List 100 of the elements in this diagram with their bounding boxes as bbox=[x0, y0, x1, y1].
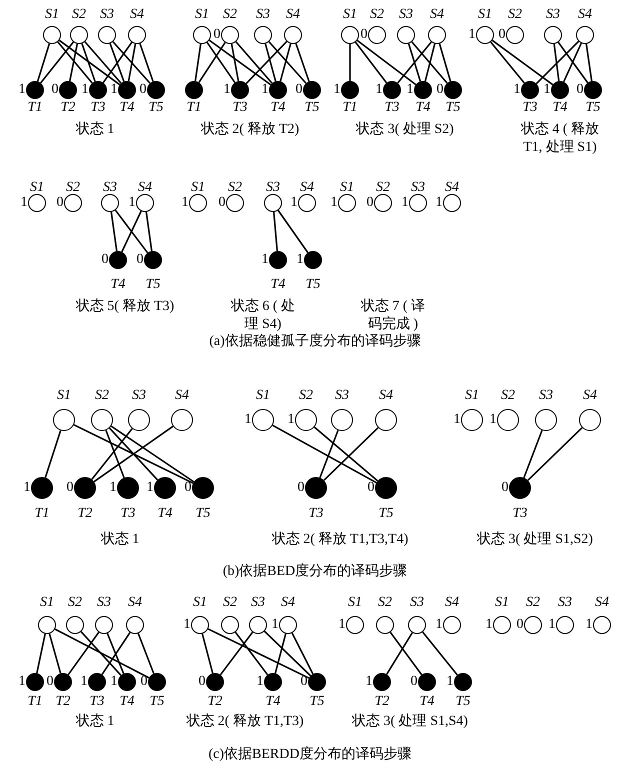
node-name: S4 bbox=[430, 7, 444, 23]
node-value: 0 bbox=[436, 82, 444, 98]
node-name: S3 bbox=[546, 7, 560, 23]
node-value: 0 bbox=[198, 674, 206, 690]
connector-line bbox=[523, 430, 543, 478]
connector-line bbox=[208, 628, 310, 679]
node-name: S3 bbox=[256, 7, 270, 23]
node-value: 0 bbox=[298, 480, 304, 496]
state-caption: 状态 4 ( 释放 T1, 处理 S1) bbox=[520, 121, 600, 157]
node-name: T4 bbox=[552, 100, 568, 116]
connector-line bbox=[295, 43, 310, 82]
node-name: S4 bbox=[175, 388, 189, 404]
connector-line bbox=[48, 633, 62, 674]
filled-node-circle bbox=[154, 477, 176, 499]
filled-node-circle bbox=[206, 673, 224, 691]
node-value: 1 bbox=[454, 412, 460, 428]
open-node-circle bbox=[221, 26, 239, 44]
node-name: S3 bbox=[558, 595, 572, 611]
node-name: T3 bbox=[384, 100, 400, 116]
node-name: T4 bbox=[158, 506, 172, 522]
node-value: 1 bbox=[24, 480, 30, 496]
node-value: 1 bbox=[82, 82, 88, 98]
connector-line bbox=[490, 41, 525, 84]
node-name: T3 bbox=[308, 506, 324, 522]
connector-line bbox=[492, 40, 554, 86]
node-value: 0 bbox=[516, 617, 524, 633]
node-name: S2 bbox=[228, 180, 242, 196]
open-node-circle bbox=[295, 409, 317, 431]
node-value: 1 bbox=[110, 82, 118, 98]
filled-node-circle bbox=[308, 673, 326, 691]
open-node-circle bbox=[28, 194, 46, 212]
open-node-circle bbox=[249, 616, 267, 634]
connector-line bbox=[58, 40, 120, 86]
node-name: T5 bbox=[304, 100, 320, 116]
node-name: T3 bbox=[522, 100, 538, 116]
open-node-circle bbox=[254, 26, 272, 44]
open-node-circle bbox=[397, 26, 415, 44]
state-caption: 状态 2( 释放 T1,T3,T4) bbox=[272, 531, 408, 549]
connector-line bbox=[386, 632, 413, 675]
node-value: 1 bbox=[436, 617, 442, 633]
node-value: 0 bbox=[102, 252, 108, 268]
open-node-circle bbox=[126, 616, 144, 634]
node-value: 1 bbox=[490, 412, 496, 428]
filled-node-circle bbox=[305, 477, 327, 499]
connector-line bbox=[105, 430, 125, 478]
node-name: T4 bbox=[270, 100, 286, 116]
filled-node-circle bbox=[269, 251, 287, 269]
connector-line bbox=[323, 427, 379, 481]
state-caption: 状态 2( 释放 T2) bbox=[200, 121, 300, 139]
node-name: S1 bbox=[478, 7, 492, 23]
connector-line bbox=[68, 632, 100, 676]
open-node-circle bbox=[576, 26, 594, 44]
node-name: T3 bbox=[120, 506, 136, 522]
connector-line bbox=[558, 42, 588, 84]
node-value: 0 bbox=[296, 82, 302, 98]
open-node-circle bbox=[497, 409, 519, 431]
node-name: T2 bbox=[374, 694, 390, 710]
filled-node-circle bbox=[26, 673, 44, 691]
connector-line bbox=[80, 631, 122, 676]
state-caption: 状态 1 bbox=[100, 531, 140, 549]
connector-line bbox=[563, 42, 582, 82]
panel-caption: (a)依据稳健孤子度分布的译码步骤 bbox=[209, 333, 421, 351]
open-node-circle bbox=[593, 616, 611, 634]
open-node-circle bbox=[226, 194, 244, 212]
panel-caption: (b)依据BED度分布的译码步骤 bbox=[222, 563, 408, 581]
open-node-circle bbox=[95, 616, 113, 634]
open-node-circle bbox=[298, 194, 316, 212]
state-caption: 状态 5( 释放 T3) bbox=[76, 298, 174, 316]
open-node-circle bbox=[443, 194, 461, 212]
node-name: S3 bbox=[103, 180, 117, 196]
node-name: T1 bbox=[28, 694, 42, 710]
node-name: S4 bbox=[445, 180, 459, 196]
connector-line bbox=[110, 212, 118, 252]
node-name: T5 bbox=[310, 694, 324, 710]
node-name: S2 bbox=[68, 595, 82, 611]
node-value: 0 bbox=[136, 252, 144, 268]
node-name: T1 bbox=[186, 100, 202, 116]
filled-node-circle bbox=[264, 673, 282, 691]
node-value: 1 bbox=[80, 674, 88, 690]
node-name: S1 bbox=[256, 388, 270, 404]
filled-node-circle bbox=[383, 81, 401, 99]
connector-line bbox=[527, 427, 583, 481]
node-value: 1 bbox=[18, 82, 26, 98]
connector-line bbox=[74, 424, 194, 484]
node-value: 1 bbox=[262, 82, 268, 98]
node-name: S4 bbox=[286, 7, 300, 23]
node-name: S1 bbox=[191, 180, 205, 196]
node-value: 1 bbox=[334, 82, 340, 98]
node-name: S2 bbox=[376, 180, 390, 196]
connector-line bbox=[230, 44, 240, 82]
node-name: S1 bbox=[40, 595, 54, 611]
filled-node-circle bbox=[117, 477, 139, 499]
open-node-circle bbox=[70, 26, 88, 44]
connector-line bbox=[198, 42, 226, 83]
connector-line bbox=[44, 430, 62, 478]
filled-node-circle bbox=[118, 673, 136, 691]
connector-line bbox=[397, 41, 432, 84]
connector-line bbox=[354, 42, 388, 84]
open-node-circle bbox=[346, 616, 364, 634]
node-name: T2 bbox=[78, 506, 92, 522]
